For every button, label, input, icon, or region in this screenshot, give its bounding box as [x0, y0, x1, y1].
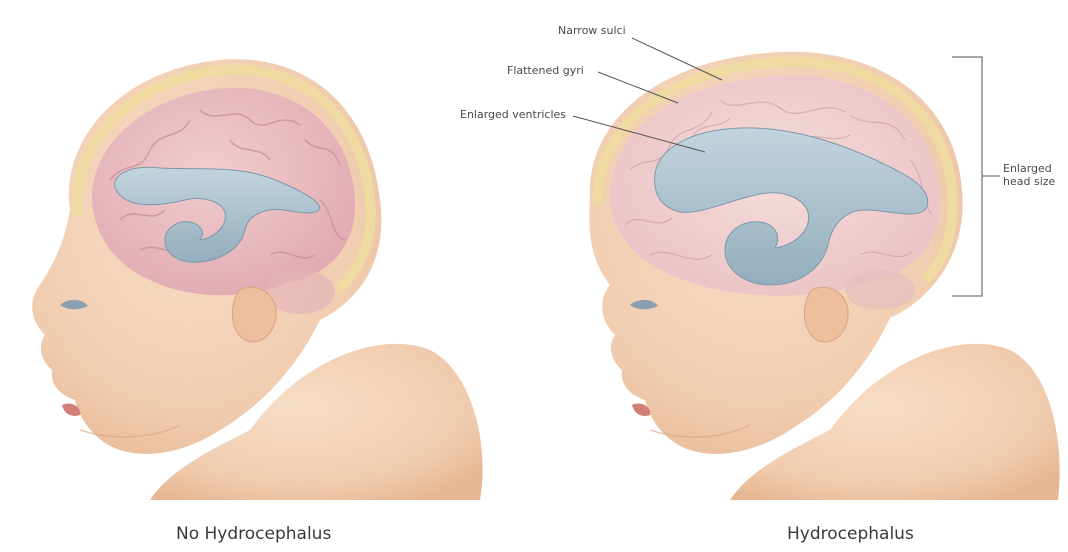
right-baby-ear: [804, 287, 848, 342]
label-flattened-gyri: Flattened gyri: [507, 64, 584, 77]
label-enlarged-head-size: Enlarged head size: [1003, 162, 1055, 188]
normal-baby-head: [32, 59, 482, 500]
caption-no-hydrocephalus: No Hydrocephalus: [176, 524, 331, 544]
right-cerebellum: [845, 270, 915, 310]
hydrocephalus-baby-head: [589, 52, 1059, 500]
left-baby-ear: [232, 287, 276, 342]
caption-hydrocephalus: Hydrocephalus: [787, 524, 914, 544]
leader-narrow-sulci: [632, 38, 722, 80]
label-enlarged-ventricles: Enlarged ventricles: [460, 108, 566, 121]
label-enlarged-head-size-line2: head size: [1003, 175, 1055, 188]
label-enlarged-head-size-line1: Enlarged: [1003, 162, 1055, 175]
label-narrow-sulci: Narrow sulci: [558, 24, 626, 37]
